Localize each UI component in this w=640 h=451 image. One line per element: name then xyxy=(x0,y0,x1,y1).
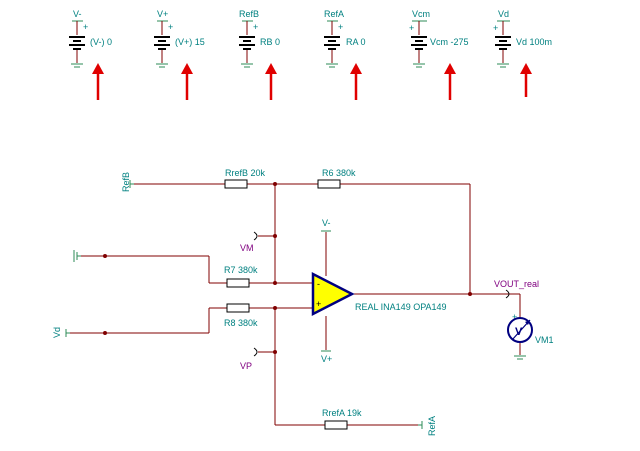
terminal-refa[interactable]: RefA xyxy=(418,416,437,436)
node-label: VM xyxy=(240,243,254,253)
circuit-wires xyxy=(68,183,521,426)
node-label: VOUT_real xyxy=(494,279,539,289)
node-label: V+ xyxy=(321,354,332,364)
source-name: RefB xyxy=(239,9,259,19)
source-value: Vcm -275 xyxy=(430,37,469,47)
source-refa[interactable]: RefA + RA 0 xyxy=(324,9,366,100)
probe-vp[interactable]: VP xyxy=(240,347,262,371)
plus-sign: + xyxy=(83,22,88,32)
source-name: V- xyxy=(73,9,82,19)
source-name: Vcm xyxy=(412,9,430,19)
source-name: V+ xyxy=(157,9,168,19)
node-label: Vd xyxy=(52,327,62,338)
resistor-r6[interactable]: R6 380k xyxy=(317,168,356,189)
source-value: Vd 100m xyxy=(516,37,552,47)
resistor-rrefa[interactable]: RrefA 19k xyxy=(322,408,362,430)
terminal-vplus[interactable]: V+ xyxy=(321,350,332,364)
voltmeter-icon: V xyxy=(515,326,523,338)
resistor-rrefb[interactable]: RrefB 20k xyxy=(224,168,266,189)
source-vminus[interactable]: V- + (V-) 0 xyxy=(69,9,112,100)
probe-vout[interactable]: VOUT_real xyxy=(494,279,539,299)
junction-dots xyxy=(103,182,472,354)
resistor-label: R6 380k xyxy=(322,168,356,178)
source-value: (V+) 15 xyxy=(175,37,205,47)
resistor-r8[interactable]: R8 380k xyxy=(224,303,258,328)
red-arrow-icon xyxy=(265,63,277,74)
node-label: RefA xyxy=(427,416,437,436)
plus-sign: + xyxy=(338,22,343,32)
node-label: VP xyxy=(240,361,252,371)
terminal-vminus[interactable]: V- xyxy=(321,218,331,232)
plus-sign: + xyxy=(168,22,173,32)
node-label: RefB xyxy=(121,172,131,192)
resistor-label: R8 380k xyxy=(224,318,258,328)
red-arrow-icon xyxy=(92,63,104,74)
plus-sign: + xyxy=(253,22,258,32)
source-value: RA 0 xyxy=(346,37,366,47)
resistor-r7[interactable]: R7 380k xyxy=(224,265,258,288)
source-name: Vd xyxy=(498,9,509,19)
opamp-label: REAL INA149 OPA149 xyxy=(355,302,447,312)
source-value: RB 0 xyxy=(260,37,280,47)
red-arrow-icon xyxy=(520,63,532,74)
terminal-refb[interactable]: RefB xyxy=(121,172,134,192)
resistor-label: R7 380k xyxy=(224,265,258,275)
red-arrow-icon xyxy=(181,63,193,74)
terminal-vd[interactable]: Vd xyxy=(52,327,70,338)
source-refb[interactable]: RefB + RB 0 xyxy=(239,9,280,100)
voltmeter-vm1[interactable]: + V VM1 xyxy=(507,312,554,360)
ground-left xyxy=(73,250,81,262)
source-value: (V-) 0 xyxy=(90,37,112,47)
source-vd[interactable]: Vd + Vd 100m xyxy=(493,9,552,97)
source-vplus[interactable]: V+ + (V+) 15 xyxy=(154,9,205,100)
source-vcm[interactable]: Vcm + Vcm -275 xyxy=(409,9,469,100)
probe-vm[interactable]: VM xyxy=(240,231,262,253)
red-arrow-icon xyxy=(350,63,362,74)
plus-sign: + xyxy=(512,312,517,322)
plus-sign: + xyxy=(409,23,414,33)
resistor-label: RrefB 20k xyxy=(225,168,266,178)
plus-sign: + xyxy=(493,23,498,33)
meter-label: VM1 xyxy=(535,335,554,345)
opamp-ina149[interactable]: - + REAL INA149 OPA149 xyxy=(311,271,447,317)
resistor-label: RrefA 19k xyxy=(322,408,362,418)
opamp-minus-sign: - xyxy=(317,279,320,289)
red-arrow-icon xyxy=(444,63,456,74)
source-name: RefA xyxy=(324,9,344,19)
node-label: V- xyxy=(322,218,331,228)
opamp-plus-sign: + xyxy=(316,299,321,309)
